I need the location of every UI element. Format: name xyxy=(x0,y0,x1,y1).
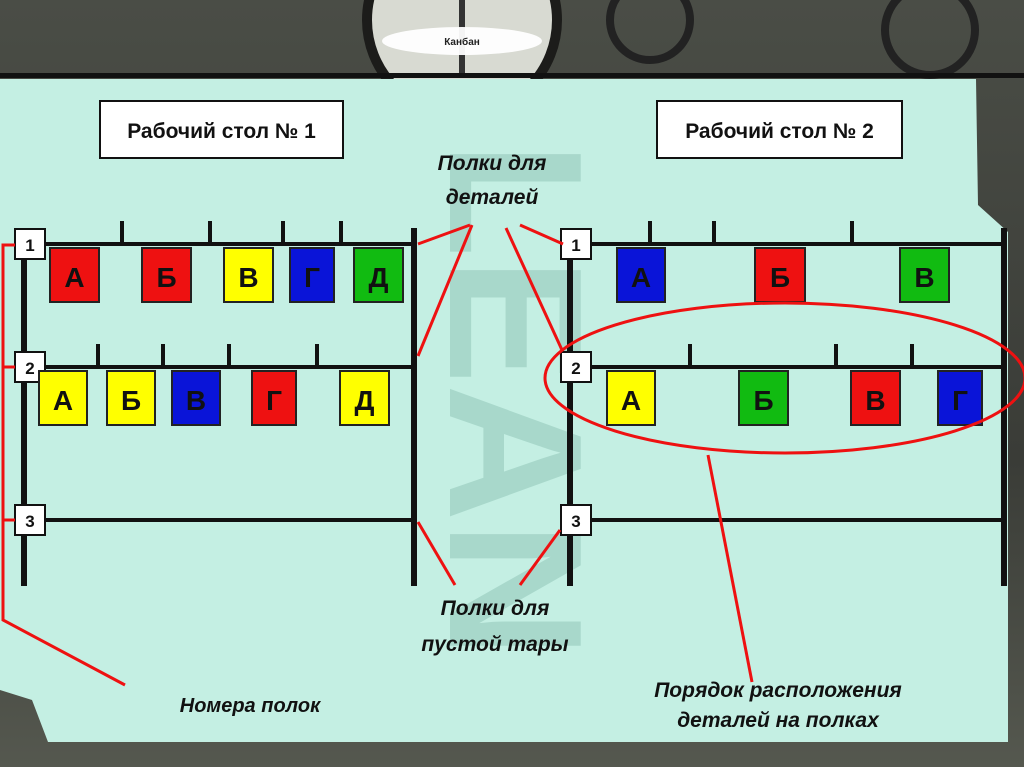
shelf-2: 2А Б В Г Д xyxy=(14,344,414,426)
part-bin-label: А xyxy=(621,385,641,416)
shelf-3: 3 xyxy=(560,504,1004,536)
annotation-lines xyxy=(1,223,1024,687)
part-bin xyxy=(106,370,156,426)
part-bin-label: В xyxy=(865,385,885,416)
shelf-number-badge xyxy=(560,228,592,260)
shelf-divider xyxy=(834,344,838,367)
parts-shelves-label: деталей xyxy=(446,186,539,209)
workbench-title: Рабочий стол № 2 xyxy=(685,120,874,143)
order-label: Порядок расположения xyxy=(654,679,902,702)
header-title: Канбан xyxy=(444,36,480,48)
part-bin xyxy=(899,247,950,303)
shelf-divider xyxy=(910,344,914,367)
shelf-2: 2А Б В Г xyxy=(560,344,1004,426)
shelf-1: 1А Б В Г Д xyxy=(14,221,414,303)
shelf-divider xyxy=(688,344,692,367)
part-bin-label: А xyxy=(64,262,84,293)
shelf-number: 2 xyxy=(25,359,34,378)
workbench-title-box xyxy=(656,100,903,159)
part-bin xyxy=(289,247,335,303)
shelf-bar xyxy=(24,242,414,246)
shelf-divider xyxy=(712,221,716,244)
shelf-divider xyxy=(648,221,652,244)
rack-post-left xyxy=(21,228,27,586)
shelf-divider xyxy=(850,221,854,244)
shelf-number: 1 xyxy=(571,236,580,255)
part-bin xyxy=(141,247,192,303)
shelf-bar xyxy=(24,365,414,369)
part-bin-label: Б xyxy=(121,385,141,416)
part-bin-label: Б xyxy=(156,262,176,293)
part-bin-label: В xyxy=(238,262,258,293)
part-bin xyxy=(353,247,404,303)
shelf-number-badge xyxy=(14,504,46,536)
part-bin xyxy=(754,247,806,303)
part-bin xyxy=(49,247,100,303)
shelf-divider xyxy=(161,344,165,367)
shelf-divider xyxy=(208,221,212,244)
shelf-divider xyxy=(120,221,124,244)
shelf-1: 1А Б В xyxy=(560,221,1004,303)
rack-post-right xyxy=(411,228,417,586)
part-bin xyxy=(616,247,666,303)
part-bin-label: Г xyxy=(266,385,282,416)
workbench-title: Рабочий стол № 1 xyxy=(127,120,316,143)
shelf-divider xyxy=(96,344,100,367)
part-bin xyxy=(339,370,390,426)
shelf-bar xyxy=(570,518,1004,522)
part-bin xyxy=(937,370,983,426)
shelf-divider xyxy=(227,344,231,367)
part-bin-label: Д xyxy=(355,385,375,416)
shelf-divider xyxy=(281,221,285,244)
shelf-divider xyxy=(339,221,343,244)
shelf-number-badge xyxy=(560,351,592,383)
part-bin xyxy=(38,370,88,426)
empty-shelves-label: пустой тары xyxy=(421,633,568,656)
shelf-number-badge xyxy=(560,504,592,536)
shelf-number: 2 xyxy=(571,359,580,378)
shelf-number: 1 xyxy=(25,236,34,255)
part-bin xyxy=(606,370,656,426)
part-bin xyxy=(738,370,789,426)
part-bin-label: Б xyxy=(770,262,790,293)
order-label: деталей на полках xyxy=(677,709,880,732)
shelf-bar xyxy=(24,518,414,522)
part-bin xyxy=(251,370,297,426)
rack-post-left xyxy=(567,228,573,586)
part-bin-label: Б xyxy=(753,385,773,416)
part-bin xyxy=(223,247,274,303)
part-bin-label: Д xyxy=(369,262,389,293)
part-bin-label: А xyxy=(631,262,651,293)
order-ellipse xyxy=(543,301,1024,455)
part-bin-label: А xyxy=(53,385,73,416)
part-bin xyxy=(850,370,901,426)
part-bin-label: Г xyxy=(952,385,968,416)
watermark: LEAN xyxy=(409,141,621,658)
shelf-bar xyxy=(570,242,1004,246)
shelf-number: 3 xyxy=(571,512,580,531)
parts-shelves-label: Полки для xyxy=(438,152,547,175)
shelf-divider xyxy=(315,344,319,367)
part-bin-label: Г xyxy=(304,262,320,293)
part-bin-label: В xyxy=(186,385,206,416)
part-bin-label: В xyxy=(914,262,934,293)
empty-shelves-label: Полки для xyxy=(441,597,550,620)
shelf-3: 3 xyxy=(14,504,414,536)
shelf-number: 3 xyxy=(25,512,34,531)
part-bin xyxy=(171,370,221,426)
shelf-bar xyxy=(570,365,1004,369)
workbench-title-box xyxy=(99,100,344,159)
shelf-numbers-label: Номера полок xyxy=(180,695,321,717)
